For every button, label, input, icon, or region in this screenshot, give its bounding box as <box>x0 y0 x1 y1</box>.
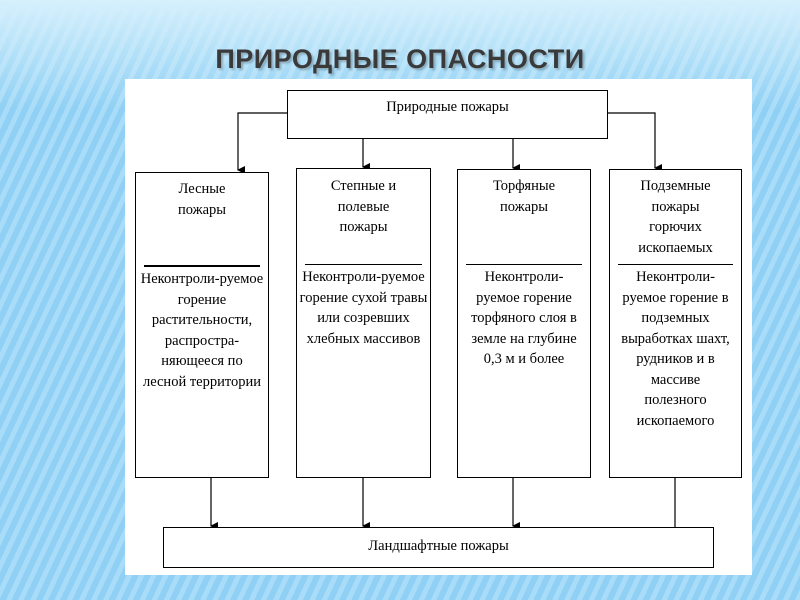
slide-title: ПРИРОДНЫЕ ОПАСНОСТИ <box>215 44 585 74</box>
column-title: Торфяные пожары <box>492 178 556 215</box>
column-title: Степные и полевые пожары <box>330 178 397 235</box>
column-description: Неконтроли-руемое горение в подземных вы… <box>621 269 730 429</box>
column-divider <box>618 264 733 265</box>
column-divider <box>466 264 582 265</box>
landscape-label: Ландшафтные пожары <box>368 538 509 554</box>
arrow-root-to-forest <box>237 112 287 174</box>
column-description: Неконтроли-руемое горение растительности… <box>140 271 264 390</box>
root-box: Природные пожары <box>287 90 608 139</box>
column-description: Неконтроли-руемое горение сухой травы ил… <box>299 269 428 347</box>
column-title: Подземные пожары горючих ископаемых <box>638 178 713 256</box>
landscape-box: Ландшафтные пожары <box>163 527 714 568</box>
column-box-forest: Лесные пожары Неконтроли-руемое горение … <box>135 172 269 478</box>
arrow-root-to-underground <box>607 112 662 172</box>
root-label: Природные пожары <box>386 99 509 115</box>
column-title: Лесные пожары <box>177 181 227 218</box>
column-divider <box>305 264 422 265</box>
column-box-steppe: Степные и полевые пожары Неконтроли-руем… <box>296 168 431 478</box>
column-box-peat: Торфяные пожары Неконтроли-руемое горени… <box>457 169 591 478</box>
column-box-underground: Подземные пожары горючих ископаемых Неко… <box>609 169 742 478</box>
column-divider <box>144 265 260 267</box>
column-description: Неконтроли-руемое горение торфяного слоя… <box>471 269 577 367</box>
